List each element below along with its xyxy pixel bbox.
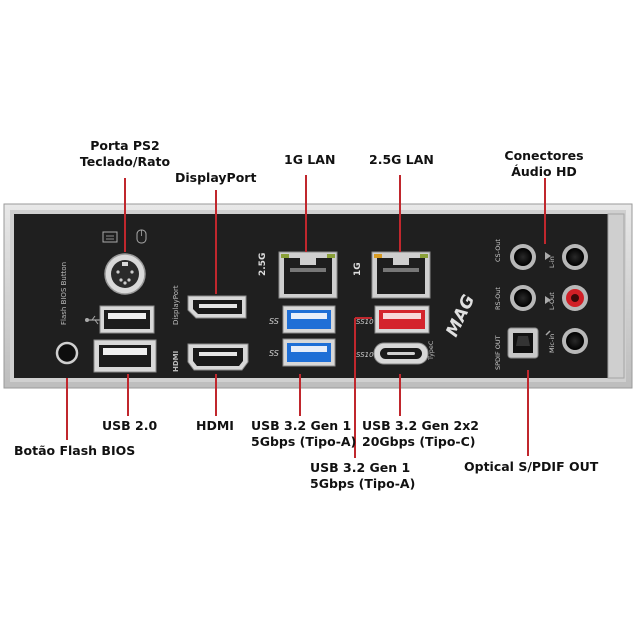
audio-l-out-label: L-Out [548,292,556,310]
usb-red-port[interactable] [374,305,430,334]
audio-labels: CS-Out RS-Out SPDIF OUT L-in L-Out Mic-i… [494,239,556,370]
audio-cs-out-label: CS-Out [494,239,502,262]
label-audio-line2: Áudio HD [511,164,577,179]
label-usb-gen1-a-line1: USB 3.2 Gen 1 [251,418,352,433]
audio-jack-l-out[interactable] [562,285,588,311]
hdmi-vertical-label: HDMI [172,351,180,372]
ps2-port[interactable] [104,253,146,295]
displayport-vertical-label: DisplayPort [172,285,180,325]
audio-mic-in-label: Mic-in [548,334,556,353]
label-usb-gen2x2-line2: 20Gbps (Tipo-C) [362,434,476,449]
audio-jack-l-in[interactable] [562,244,588,270]
usb20-port-top[interactable] [99,305,155,334]
label-audio: Conectores Áudio HD [494,148,594,180]
audio-small-icons [545,252,551,336]
ss10-logo-top: SS10 [356,318,374,326]
label-usb-gen1-b-line1: USB 3.2 Gen 1 [310,460,411,475]
lan-port-1g[interactable] [278,251,338,299]
lan-1g-side-label: 1G [353,262,363,276]
label-usb-gen2x2: USB 3.2 Gen 2x2 20Gbps (Tipo-C) [362,418,479,450]
label-ps2: Porta PS2 Teclado/Rato [70,138,180,170]
label-ps2-line1: Porta PS2 [90,138,160,153]
usb3-gen1-port-bottom[interactable] [282,338,336,367]
label-usb-gen1-b-line2: 5Gbps (Tipo-A) [310,476,416,491]
ss10-logo-bottom: SS10 [356,351,374,359]
label-lan-25g: 2.5G LAN [369,152,434,167]
hdmi-port[interactable] [187,343,249,371]
lan-25g-side-label: 2.5G [258,253,268,276]
spdif-optical-port[interactable] [507,327,539,359]
keyboard-icon [102,231,118,243]
label-audio-line1: Conectores [504,148,584,163]
label-usb20: USB 2.0 [102,418,158,433]
label-displayport: DisplayPort [175,170,257,185]
flash-bios-button[interactable] [55,341,79,365]
audio-rs-out-label: RS-Out [494,287,502,310]
ss-logo-top: SS [269,317,279,326]
usb20-port-bottom[interactable] [93,339,157,373]
audio-jack-mic-in[interactable] [562,328,588,354]
label-lan-1g: 1G LAN [284,152,336,167]
audio-l-in-label: L-in [548,256,556,268]
label-ps2-line2: Teclado/Rato [79,154,171,169]
lan-port-25g[interactable] [371,251,431,299]
right-bracket [607,213,625,379]
typec-label: TypeC [427,340,435,361]
label-usb-gen1-a-line2: 5Gbps (Tipo-A) [251,434,357,449]
flash-bios-vertical-label: Flash BIOS Button [60,262,68,325]
label-usb-gen1-a: USB 3.2 Gen 1 5Gbps (Tipo-A) [251,418,356,450]
label-flash-bios: Botão Flash BIOS [14,443,136,458]
usb-icon [85,315,100,325]
displayport-port[interactable] [187,295,247,319]
label-usb-gen1-b: USB 3.2 Gen 1 5Gbps (Tipo-A) [310,460,415,492]
label-hdmi: HDMI [196,418,234,433]
usb-typec-port[interactable] [373,342,429,365]
label-usb-gen2x2-line1: USB 3.2 Gen 2x2 [362,418,479,433]
audio-jack-rs-out[interactable] [510,285,536,311]
ss-logo-bottom: SS [269,349,279,358]
audio-jack-cs-out[interactable] [510,244,536,270]
label-spdif: Optical S/PDIF OUT [464,459,599,474]
callout-lines [66,175,546,458]
usb3-gen1-port-top[interactable] [282,305,336,334]
mouse-icon [136,229,147,244]
audio-spdif-label: SPDIF OUT [494,335,502,370]
